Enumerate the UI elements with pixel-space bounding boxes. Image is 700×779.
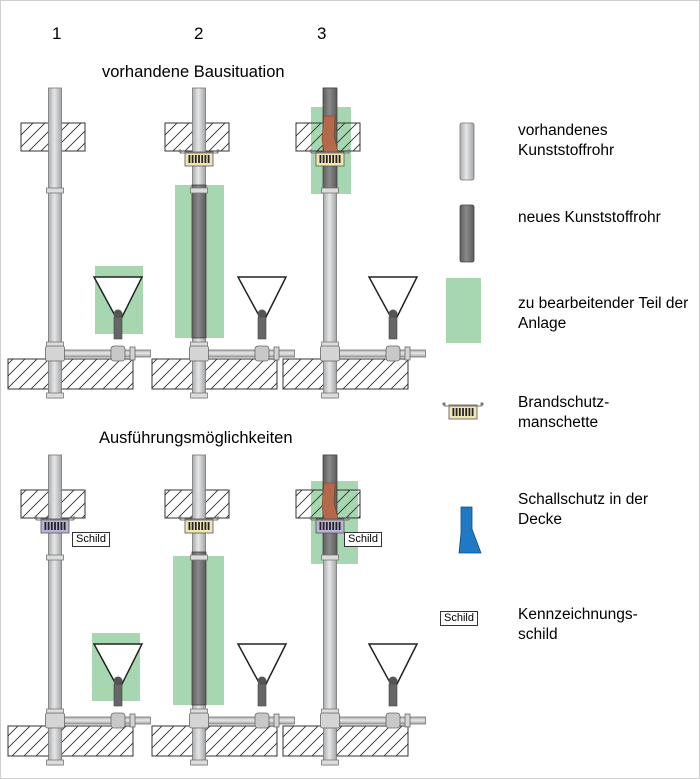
legend-area-icon xyxy=(446,278,481,343)
branch-fitting xyxy=(189,712,209,729)
funnel xyxy=(367,643,419,692)
new-pipe-segment xyxy=(191,551,207,706)
funnel-drain xyxy=(113,683,123,707)
section-title-existing: vorhandene Bausituation xyxy=(102,63,285,81)
funnel-drain xyxy=(388,316,398,340)
branch-fitting xyxy=(45,345,65,362)
funnel-trap xyxy=(257,676,267,686)
funnel xyxy=(236,643,288,692)
funnel-drain xyxy=(257,683,267,707)
funnel-trap xyxy=(113,309,123,319)
fire-collar xyxy=(309,516,351,534)
label-tag-legend: Schild xyxy=(440,611,478,626)
column-number-3: 3 xyxy=(317,24,327,43)
legend-sound-insulation-icon xyxy=(458,506,482,554)
panel-existing-2 xyxy=(151,87,295,399)
legend-fire-collar-icon xyxy=(442,402,484,420)
funnel-trap xyxy=(388,676,398,686)
column-number-1: 1 xyxy=(52,24,62,43)
branch-fitting xyxy=(320,345,340,362)
pipe-joint-3 xyxy=(190,392,208,399)
pipe-joint-1 xyxy=(321,187,339,194)
funnel xyxy=(92,643,144,692)
elbow-fitting xyxy=(254,345,270,362)
panel-option-3 xyxy=(282,454,426,766)
fire-collar xyxy=(309,149,351,167)
pipe-joint-3 xyxy=(321,759,339,766)
funnel xyxy=(367,276,419,325)
panel-existing-3 xyxy=(282,87,426,399)
pipe-joint-1 xyxy=(46,187,64,194)
label-tag-option-3: Schild xyxy=(344,532,382,547)
elbow-fitting xyxy=(254,712,270,729)
funnel-drain xyxy=(257,316,267,340)
funnel-trap xyxy=(113,676,123,686)
horizontal-drain-pipe xyxy=(336,349,426,358)
legend-text-area: zu bearbeitender Teil der Anlage xyxy=(518,295,689,332)
branch-fitting xyxy=(189,345,209,362)
floor-slab xyxy=(151,358,278,390)
fire-collar xyxy=(34,516,76,534)
funnel-drain xyxy=(113,316,123,340)
horizontal-drain-pipe xyxy=(205,716,295,725)
funnel xyxy=(236,276,288,325)
end-fitting xyxy=(273,713,280,728)
horizontal-drain-pipe xyxy=(205,349,295,358)
pipe-joint-1 xyxy=(46,554,64,561)
elbow-fitting xyxy=(110,345,126,362)
horizontal-drain-pipe xyxy=(336,716,426,725)
panel-existing-1 xyxy=(7,87,151,399)
pipe-joint-1 xyxy=(321,554,339,561)
floor-slab xyxy=(282,725,409,757)
column-number-2: 2 xyxy=(194,24,204,43)
elbow-fitting xyxy=(385,712,401,729)
floor-slab xyxy=(7,358,134,390)
floor-slab xyxy=(7,725,134,757)
branch-fitting xyxy=(45,712,65,729)
horizontal-drain-pipe xyxy=(61,716,151,725)
legend-text-identification-label: Kennzeichnungs-schild xyxy=(518,606,638,643)
end-fitting xyxy=(129,713,136,728)
elbow-fitting xyxy=(110,712,126,729)
end-fitting xyxy=(404,346,411,361)
funnel-trap xyxy=(388,309,398,319)
horizontal-drain-pipe xyxy=(61,349,151,358)
funnel xyxy=(92,276,144,325)
new-pipe-segment xyxy=(191,184,207,339)
legend-text-sound-insulation: Schallschutz in der Decke xyxy=(518,491,649,528)
pipe-joint-1 xyxy=(190,554,208,561)
floor-slab xyxy=(282,358,409,390)
fire-collar xyxy=(178,149,220,167)
end-fitting xyxy=(404,713,411,728)
section-title-options: Ausführungsmöglichkeiten xyxy=(99,429,293,447)
floor-slab xyxy=(151,725,278,757)
funnel-drain xyxy=(388,683,398,707)
pipe-joint-3 xyxy=(46,392,64,399)
branch-fitting xyxy=(320,712,340,729)
end-fitting xyxy=(273,346,280,361)
pipe-joint-3 xyxy=(46,759,64,766)
elbow-fitting xyxy=(385,345,401,362)
panel-option-1 xyxy=(7,454,151,766)
funnel-trap xyxy=(257,309,267,319)
legend-text-new-pipe: neues Kunststoffrohr xyxy=(518,209,661,226)
fire-collar xyxy=(178,516,220,534)
legend-existing-pipe-icon xyxy=(459,122,475,181)
pipe-joint-3 xyxy=(321,392,339,399)
pipe-joint-3 xyxy=(190,759,208,766)
panel-option-2 xyxy=(151,454,295,766)
pipe-joint-1 xyxy=(190,187,208,194)
legend-new-pipe-icon xyxy=(459,204,475,263)
legend-text-existing-pipe: vorhandenes Kunststoffrohr xyxy=(518,122,615,159)
end-fitting xyxy=(129,346,136,361)
label-tag-option-1: Schild xyxy=(72,532,110,547)
legend-text-fire-collar: Brandschutz-manschette xyxy=(518,394,610,431)
